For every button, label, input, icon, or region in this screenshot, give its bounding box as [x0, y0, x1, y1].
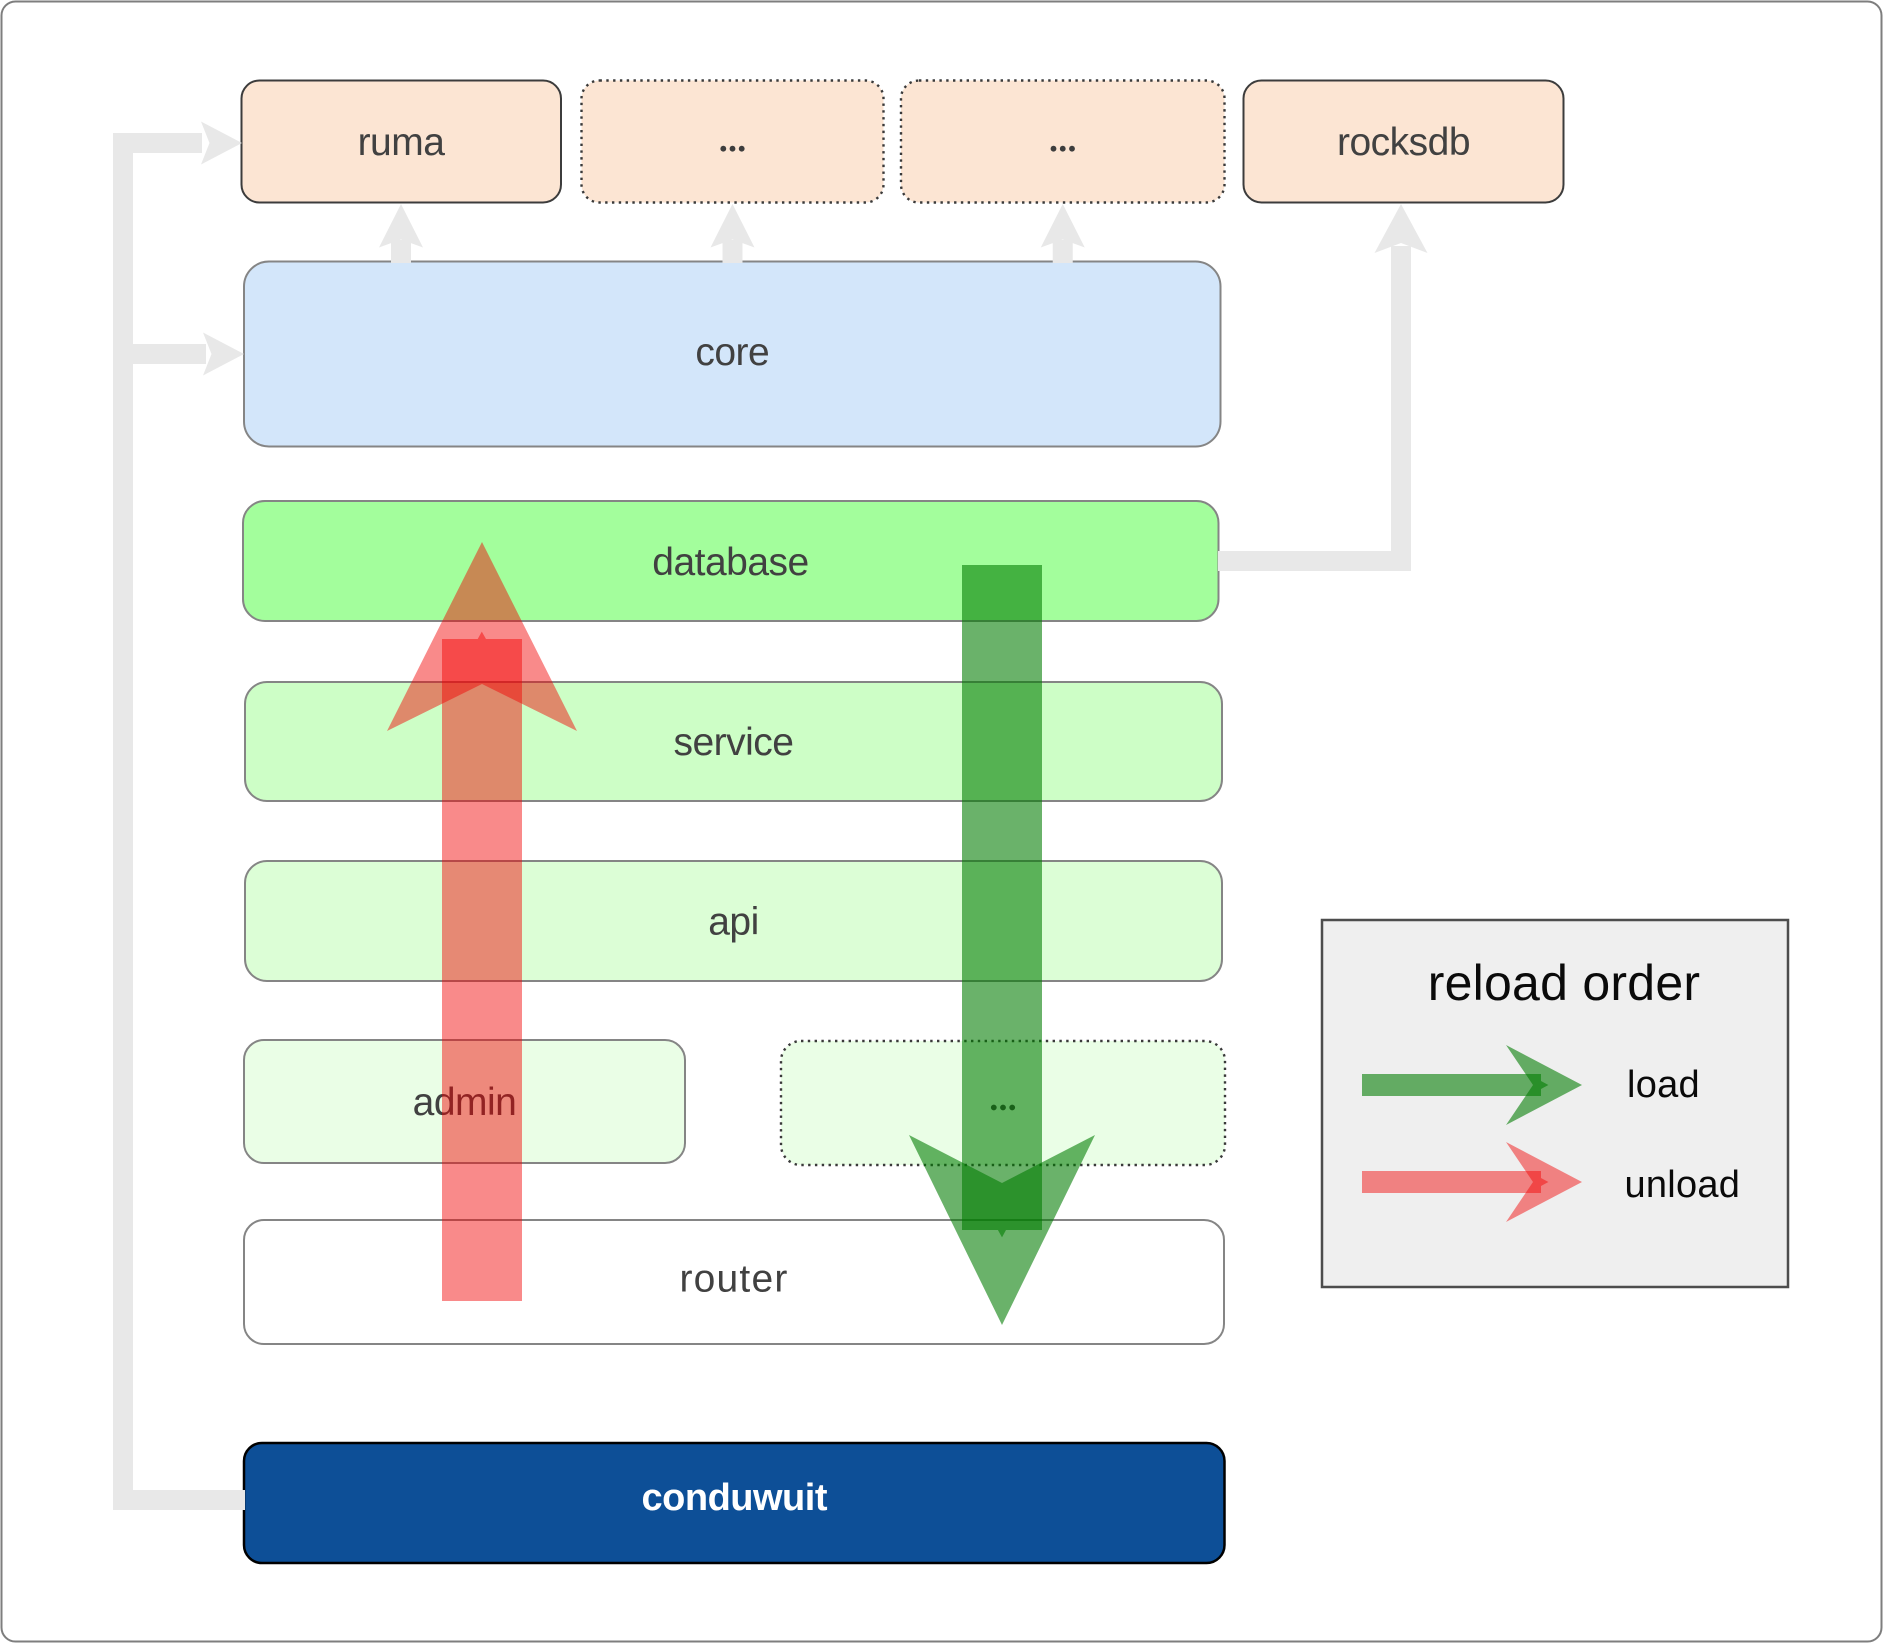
svg-text:conduwuit: conduwuit — [642, 1477, 828, 1519]
svg-text:rocksdb: rocksdb — [1337, 121, 1470, 164]
svg-text:service: service — [673, 721, 793, 764]
svg-text:reload order: reload order — [1428, 955, 1701, 1011]
svg-text:database: database — [652, 541, 808, 584]
svg-text:unload: unload — [1625, 1164, 1741, 1206]
svg-text:load: load — [1627, 1064, 1700, 1106]
svg-text:admin: admin — [413, 1081, 517, 1124]
svg-text:router: router — [679, 1258, 788, 1301]
svg-text:api: api — [708, 901, 759, 944]
svg-text:ruma: ruma — [358, 121, 446, 164]
svg-text:core: core — [695, 331, 769, 374]
